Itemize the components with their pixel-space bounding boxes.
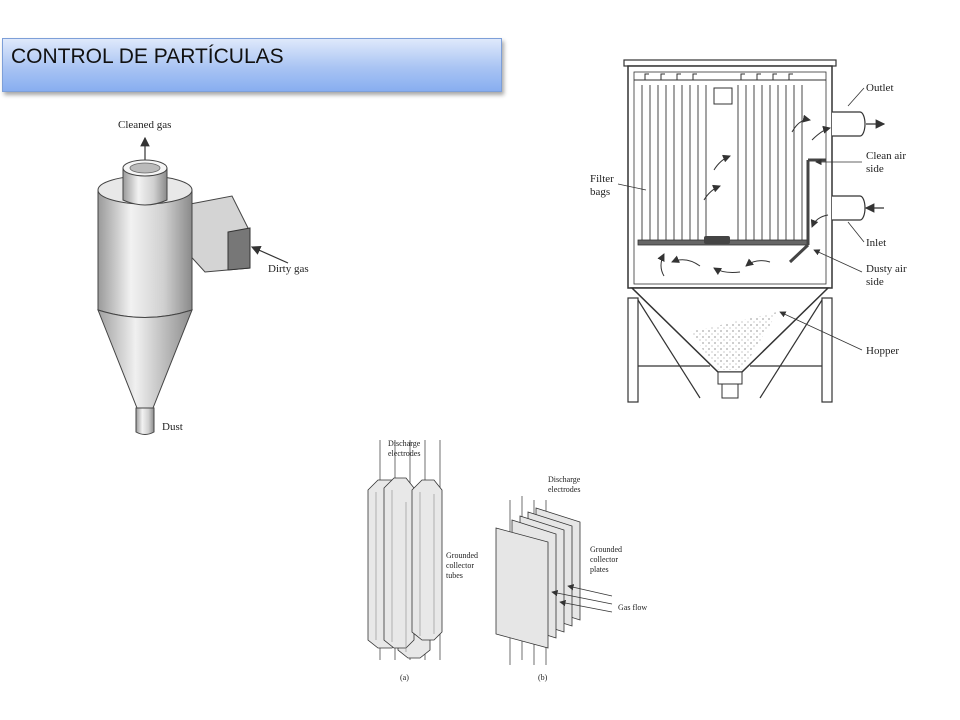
filter-bags — [641, 85, 803, 240]
a-discharge-label-line1: Discharge — [388, 439, 421, 448]
b-grounded-label-line2: collector — [590, 555, 618, 564]
a-grounded-label-line2: collector — [446, 561, 474, 570]
caption-b: (b) — [538, 673, 548, 682]
b-discharge-label-line1: Discharge — [548, 475, 581, 484]
hopper-label: Hopper — [866, 345, 899, 357]
outlet-label: Outlet — [866, 82, 894, 94]
filter-bags-label-line1: Filter — [590, 173, 614, 185]
dirty-gas-arrow — [250, 246, 289, 264]
a-grounded-label-line3: tubes — [446, 571, 463, 580]
cyclone-diagram: Cleaned gas Dirty gas Dust — [97, 119, 309, 435]
a-grounded-label-line1: Grounded — [446, 551, 478, 560]
b-grounded-label-line3: plates — [590, 565, 609, 574]
slide-title-box: CONTROL DE PARTÍCULAS — [2, 38, 502, 92]
dirty-gas-label: Dirty gas — [268, 263, 309, 275]
dusty-air-label-line2: side — [866, 276, 884, 288]
gas-flow-label: Gas flow — [618, 603, 647, 612]
collector-plates — [495, 507, 581, 649]
a-discharge-label-line2: electrodes — [388, 449, 420, 458]
dust-label: Dust — [162, 421, 183, 433]
b-grounded-label-line1: Grounded — [590, 545, 622, 554]
collector-tubes — [367, 477, 443, 659]
cyclone-cone — [97, 309, 193, 409]
clean-air-label-line1: Clean air — [866, 150, 906, 162]
precipitator-plates-diagram: Discharge electrodes Grounded collector … — [495, 475, 647, 682]
clean-air-label-line2: side — [866, 163, 884, 175]
precipitator-tubes-diagram: Discharge electrodes Grounded collector … — [367, 439, 478, 682]
slide-title: CONTROL DE PARTÍCULAS — [11, 45, 284, 68]
b-discharge-label-line2: electrodes — [548, 485, 580, 494]
dust-outlet — [135, 407, 155, 435]
cyclone-body — [97, 189, 193, 318]
gas-flow-arrows — [551, 584, 613, 613]
baghouse-diagram: Outlet Clean air side Filter bags Inlet … — [590, 59, 907, 403]
filter-bags-label-line2: bags — [590, 186, 610, 198]
collected-dust — [690, 312, 778, 370]
inlet-opening — [227, 227, 251, 271]
support-legs — [627, 297, 833, 403]
cleaned-gas-label: Cleaned gas — [118, 119, 171, 131]
dusty-air-label-line1: Dusty air — [866, 263, 907, 275]
caption-a: (a) — [400, 673, 409, 682]
inlet-pipe — [832, 195, 866, 221]
outlet-pipe — [832, 111, 866, 137]
inlet-label: Inlet — [866, 237, 886, 249]
airflow-arrows — [657, 114, 831, 277]
